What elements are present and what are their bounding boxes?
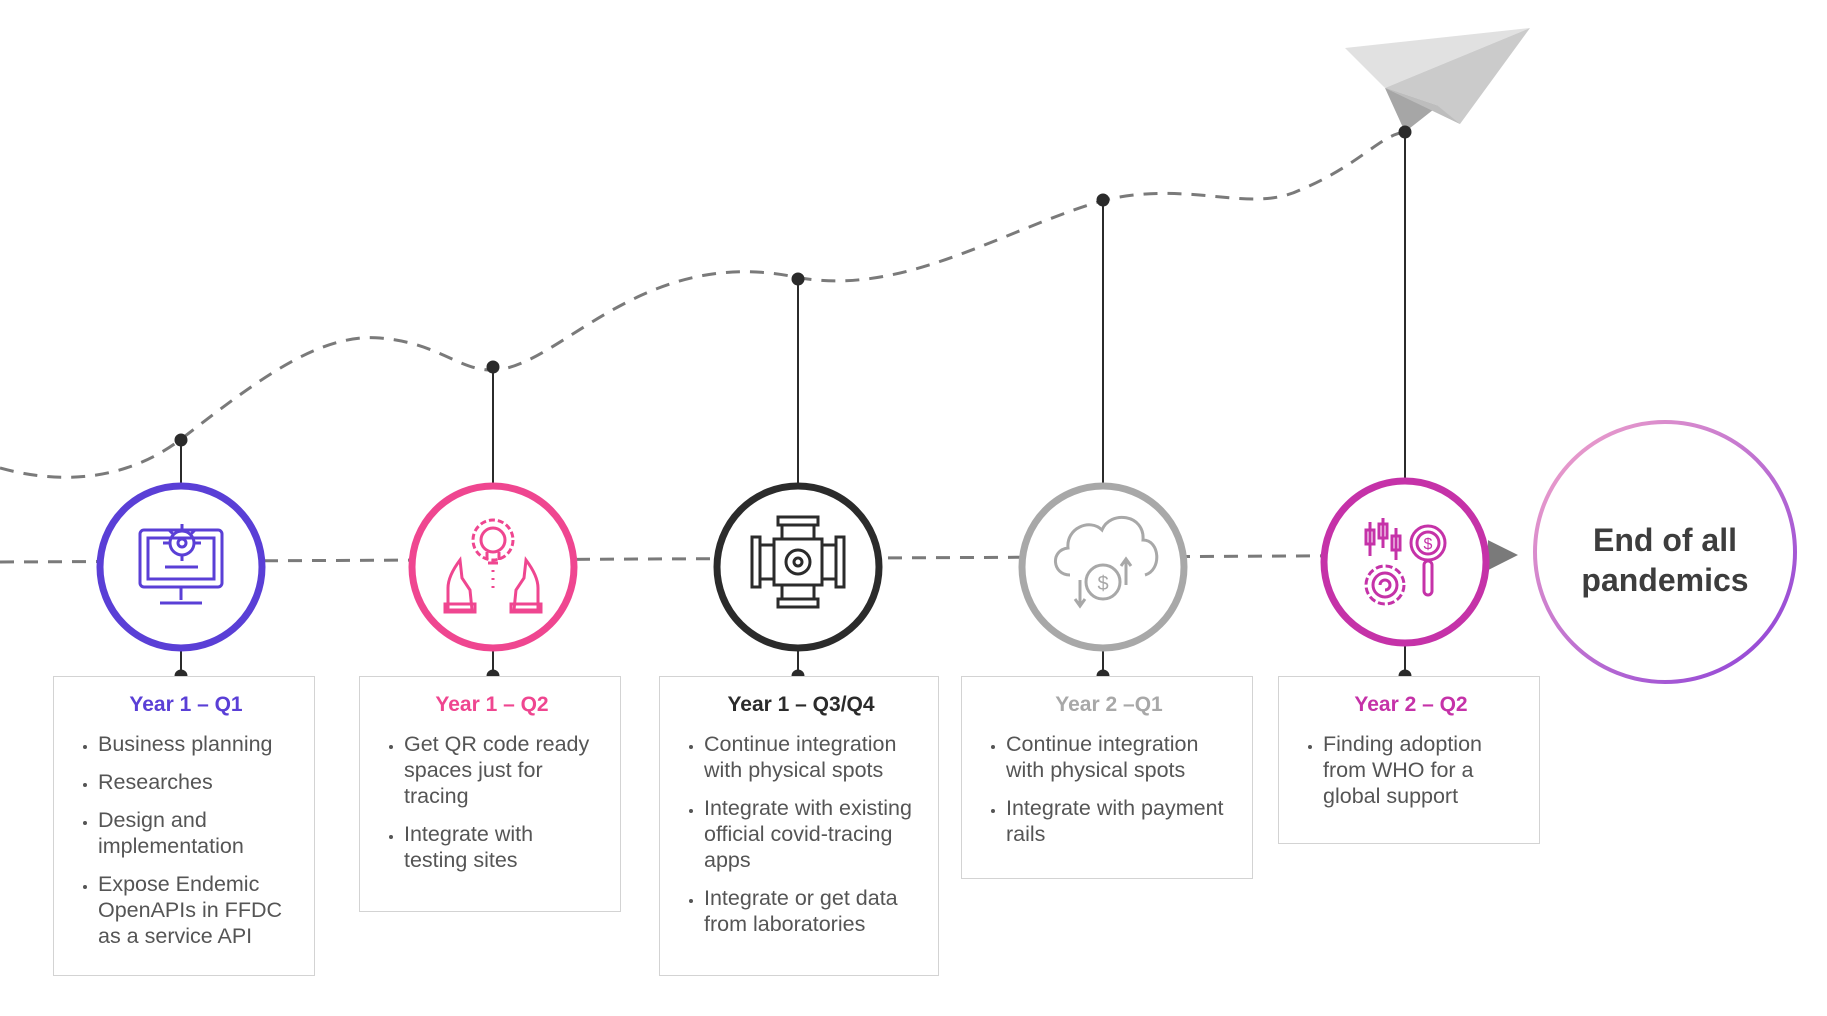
list-item: Finding adoption from WHO for a global s…	[1323, 731, 1521, 809]
pipe-gear-connector-icon	[750, 515, 846, 609]
list-item: Integrate with payment rails	[1006, 795, 1234, 847]
milestone-card-1: Year 1 – Q1 Business planning Researches…	[53, 676, 315, 976]
lightbulb-gear-hands-icon	[443, 518, 543, 614]
milestone-card-5: Year 2 – Q2 Finding adoption from WHO fo…	[1278, 676, 1540, 844]
list-item: Integrate with existing official covid-t…	[704, 795, 920, 873]
svg-text:$: $	[1424, 536, 1433, 553]
milestone-card-2: Year 1 – Q2 Get QR code ready spaces jus…	[359, 676, 621, 912]
milestone-card-3: Year 1 – Q3/Q4 Continue integration with…	[659, 676, 939, 976]
computer-gear-icon	[138, 524, 224, 605]
milestone-circle-1	[96, 482, 266, 652]
end-goal-text: End of all pandemics	[1550, 520, 1780, 600]
list-item: Design and implementation	[98, 807, 296, 859]
list-item: Get QR code ready spaces just for tracin…	[404, 731, 602, 809]
milestone-circle-3	[713, 482, 883, 652]
milestone-card-4: Year 2 –Q1 Continue integration with phy…	[961, 676, 1253, 879]
list-item: Continue integration with physical spots	[1006, 731, 1234, 783]
milestone-circle-5: $	[1320, 477, 1490, 647]
trend-line	[0, 130, 1406, 479]
milestone-list-5: Finding adoption from WHO for a global s…	[1301, 731, 1521, 809]
milestone-title-3: Year 1 – Q3/Q4	[727, 693, 875, 716]
milestone-circle-4: $	[1018, 482, 1188, 652]
list-item: Researches	[98, 769, 296, 795]
paper-plane-icon	[1345, 28, 1530, 132]
gear-dollar-magnifier-chart-icon: $	[1364, 518, 1447, 606]
milestone-list-1: Business planning Researches Design and …	[76, 731, 296, 949]
list-item: Expose Endemic OpenAPIs in FFDC as a ser…	[98, 871, 296, 949]
milestone-title-1: Year 1 – Q1	[129, 693, 243, 716]
end-goal-line2: pandemics	[1581, 562, 1749, 598]
list-item: Business planning	[98, 731, 296, 757]
milestone-list-2: Get QR code ready spaces just for tracin…	[382, 731, 602, 873]
milestone-list-3: Continue integration with physical spots…	[682, 731, 920, 937]
milestone-circle-2	[408, 482, 578, 652]
milestone-title-4: Year 2 –Q1	[1055, 693, 1163, 716]
milestone-list-4: Continue integration with physical spots…	[984, 731, 1234, 847]
list-item: Continue integration with physical spots	[704, 731, 920, 783]
end-goal-circle	[1533, 420, 1797, 684]
list-item: Integrate or get data from laboratories	[704, 885, 920, 937]
cloud-dollar-sync-icon: $	[1054, 515, 1159, 609]
svg-text:$: $	[1097, 573, 1108, 595]
list-item: Integrate with testing sites	[404, 821, 602, 873]
milestone-title-5: Year 2 – Q2	[1354, 693, 1468, 716]
end-goal-line1: End of all	[1593, 522, 1737, 558]
milestone-title-2: Year 1 – Q2	[435, 693, 549, 716]
